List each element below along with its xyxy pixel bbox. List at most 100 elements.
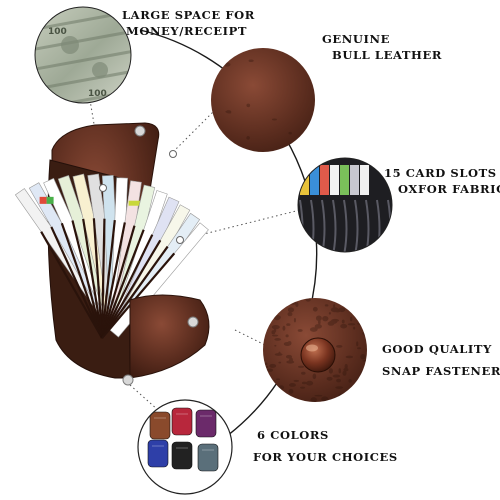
grain-speck xyxy=(297,365,305,368)
grain-speck xyxy=(293,318,296,323)
grain-speck xyxy=(357,316,365,322)
snap-line2: SNAP FASTENER xyxy=(382,363,500,378)
grain-speck xyxy=(301,381,307,385)
pleat xyxy=(50,226,104,339)
grain-speck xyxy=(211,149,217,152)
pleat xyxy=(101,239,162,339)
grain-speck xyxy=(1,256,7,262)
grain-speck xyxy=(311,403,318,405)
grain-speck xyxy=(246,103,251,108)
pleat xyxy=(100,222,126,339)
grain-speck xyxy=(287,311,293,317)
grain-speck xyxy=(336,298,344,303)
snap-line1: GOOD QUALITY xyxy=(382,342,492,356)
color-swatch xyxy=(195,409,217,438)
grain-speck xyxy=(226,110,232,114)
grain-speck xyxy=(271,334,279,337)
grain-speck xyxy=(327,321,335,326)
grain-speck xyxy=(191,192,194,194)
grain-speck xyxy=(336,344,343,348)
grain-speck xyxy=(360,354,366,360)
pleat xyxy=(40,231,103,339)
card-edge xyxy=(330,165,339,195)
grain-speck xyxy=(358,298,365,300)
grain-speck xyxy=(274,338,282,341)
pleat xyxy=(100,218,106,339)
pleat xyxy=(101,245,169,339)
grain-speck xyxy=(340,401,345,402)
grain-speck xyxy=(270,168,273,173)
grain-speck xyxy=(321,396,329,402)
grain-speck xyxy=(326,376,333,381)
grain-speck xyxy=(367,297,372,302)
grain-speck xyxy=(340,323,348,329)
grain-speck xyxy=(361,399,364,402)
grain-speck xyxy=(40,321,46,328)
grain-speck xyxy=(314,324,322,329)
grain-speck xyxy=(343,367,349,372)
grain-speck xyxy=(292,144,298,150)
grain-speck xyxy=(274,353,283,356)
grain-speck xyxy=(359,382,363,387)
grain-speck xyxy=(281,396,288,402)
pleat xyxy=(101,234,154,339)
grain-speck xyxy=(286,323,291,326)
grain-speck xyxy=(334,299,342,302)
grain-speck xyxy=(263,318,265,320)
grain-speck xyxy=(266,368,274,372)
card-slots-icon xyxy=(298,158,392,252)
color-swatch xyxy=(149,411,171,440)
grain-speck xyxy=(332,298,338,300)
grain-speck xyxy=(274,344,277,347)
grain-speck xyxy=(187,149,190,153)
accordion-pleats xyxy=(40,218,176,339)
grain-speck xyxy=(273,328,277,333)
grain-speck xyxy=(345,355,354,359)
feature-label-colors: 6 COLORS FOR YOUR CHOICES xyxy=(253,428,398,465)
grain-speck xyxy=(356,341,359,347)
grain-speck xyxy=(338,307,346,313)
grain-speck xyxy=(3,307,9,313)
grain-speck xyxy=(265,365,269,369)
grain-speck xyxy=(324,304,329,307)
grain-speck xyxy=(301,371,306,375)
grain-speck xyxy=(246,136,250,140)
grain-speck xyxy=(364,306,367,312)
grain-speck xyxy=(335,386,344,389)
grain-speck xyxy=(271,325,280,330)
grain-speck xyxy=(357,322,362,325)
grain-speck xyxy=(329,320,338,324)
colors-line2: FOR YOUR CHOICES xyxy=(253,449,398,464)
feature-label-snap: GOOD QUALITY SNAP FASTENER xyxy=(382,342,500,379)
grain-speck xyxy=(276,378,281,381)
grain-speck xyxy=(287,307,295,313)
colors-line1: 6 COLORS xyxy=(257,428,329,442)
grain-speck xyxy=(345,298,352,302)
grain-speck xyxy=(193,167,198,173)
grain-speck xyxy=(322,316,329,322)
grain-speck xyxy=(225,110,232,114)
card-logo-mark xyxy=(46,196,54,204)
wallet xyxy=(14,122,210,386)
grain-speck xyxy=(314,394,323,397)
grain-speck xyxy=(305,298,311,302)
grain-speck xyxy=(333,304,336,308)
grain-speck xyxy=(248,59,254,62)
grain-speck xyxy=(365,362,367,367)
grain-speck xyxy=(278,385,285,390)
grain-speck xyxy=(255,187,260,191)
card-edge xyxy=(340,165,349,195)
grain-speck xyxy=(258,165,265,171)
grain-speck xyxy=(273,314,281,321)
grain-speck xyxy=(349,316,353,322)
pleat xyxy=(100,225,136,339)
pleat xyxy=(82,218,104,339)
grain-speck xyxy=(213,261,218,266)
card-edge xyxy=(320,165,329,195)
grain-speck xyxy=(287,341,292,346)
grain-speck xyxy=(362,331,367,336)
grain-speck xyxy=(342,370,347,376)
grain-speck xyxy=(211,74,215,77)
feature-label-space: LARGE SPACE FOR MONEY/RECEIPT xyxy=(122,8,255,39)
fabric-fold xyxy=(387,199,392,252)
